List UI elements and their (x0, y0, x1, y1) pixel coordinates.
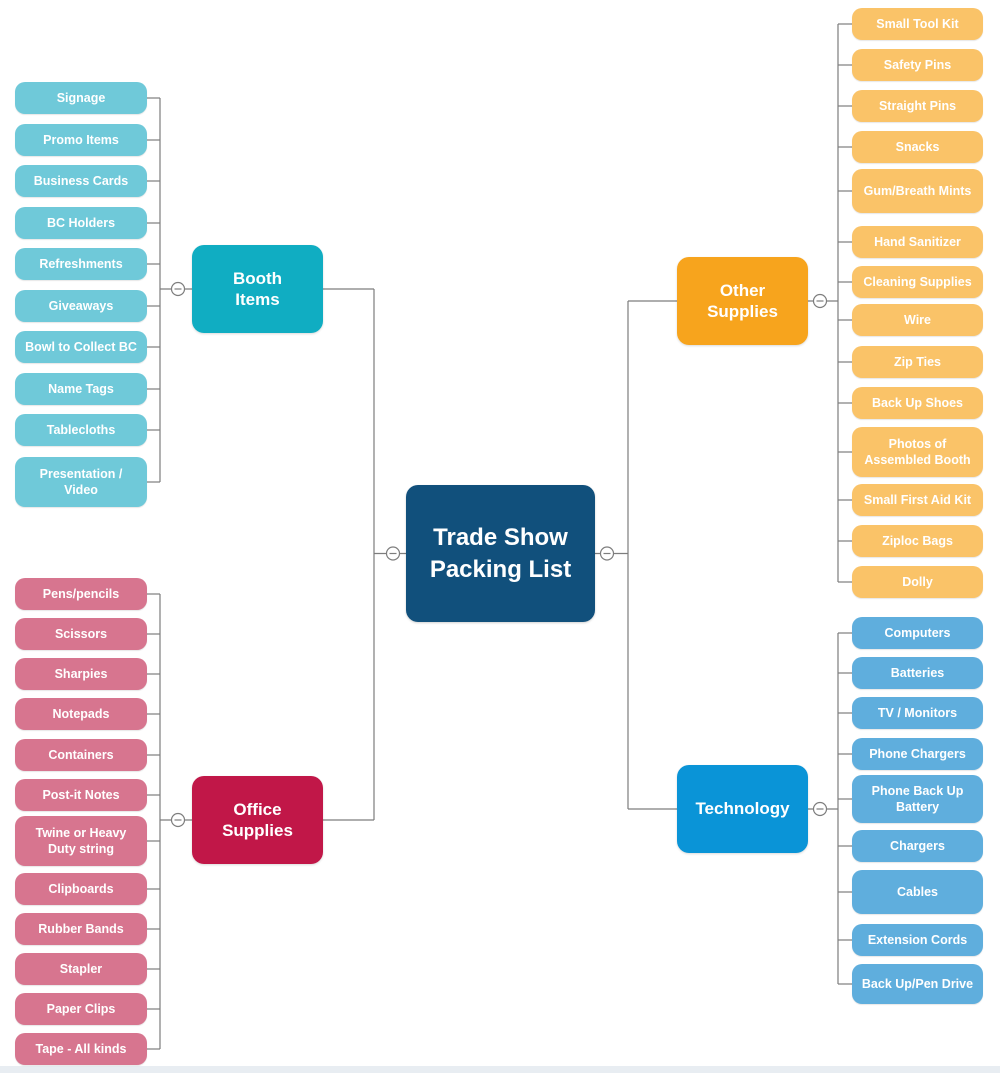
leaf-stapler[interactable]: Stapler (15, 953, 147, 985)
leaf-computers[interactable]: Computers (852, 617, 983, 649)
collapse-toggle-technology[interactable] (812, 801, 828, 817)
leaf-name-tags[interactable]: Name Tags (15, 373, 147, 405)
leaf-tape-all-kinds[interactable]: Tape - All kinds (15, 1033, 147, 1065)
leaf-snacks[interactable]: Snacks (852, 131, 983, 163)
leaf-tv-monitors[interactable]: TV / Monitors (852, 697, 983, 729)
leaf-signage[interactable]: Signage (15, 82, 147, 114)
leaf-paper-clips[interactable]: Paper Clips (15, 993, 147, 1025)
leaf-presentation-video[interactable]: Presentation / Video (15, 457, 147, 507)
leaf-batteries[interactable]: Batteries (852, 657, 983, 689)
leaf-notepads[interactable]: Notepads (15, 698, 147, 730)
leaf-containers[interactable]: Containers (15, 739, 147, 771)
collapse-toggle-central-right[interactable] (599, 546, 615, 561)
leaf-pens-pencils[interactable]: Pens/pencils (15, 578, 147, 610)
collapse-toggle-office-supplies[interactable] (170, 812, 186, 828)
leaf-safety-pins[interactable]: Safety Pins (852, 49, 983, 81)
leaf-wire[interactable]: Wire (852, 304, 983, 336)
leaf-dolly[interactable]: Dolly (852, 566, 983, 598)
canvas-edge (0, 1066, 1000, 1073)
leaf-promo-items[interactable]: Promo Items (15, 124, 147, 156)
leaf-scissors[interactable]: Scissors (15, 618, 147, 650)
leaf-hand-sanitizer[interactable]: Hand Sanitizer (852, 226, 983, 258)
branch-node-other-supplies[interactable]: Other Supplies (677, 257, 808, 345)
leaf-rubber-bands[interactable]: Rubber Bands (15, 913, 147, 945)
branch-node-booth-items[interactable]: Booth Items (192, 245, 323, 333)
branch-node-technology[interactable]: Technology (677, 765, 808, 853)
leaf-twine-or-heavy-duty-string[interactable]: Twine or Heavy Duty string (15, 816, 147, 866)
leaf-photos-of-assembled-booth[interactable]: Photos of Assembled Booth (852, 427, 983, 477)
leaf-sharpies[interactable]: Sharpies (15, 658, 147, 690)
leaf-zip-ties[interactable]: Zip Ties (852, 346, 983, 378)
leaf-clipboards[interactable]: Clipboards (15, 873, 147, 905)
leaf-bc-holders[interactable]: BC Holders (15, 207, 147, 239)
leaf-small-tool-kit[interactable]: Small Tool Kit (852, 8, 983, 40)
collapse-toggle-booth-items[interactable] (170, 281, 186, 297)
leaf-back-up-pen-drive[interactable]: Back Up/Pen Drive (852, 964, 983, 1004)
leaf-extension-cords[interactable]: Extension Cords (852, 924, 983, 956)
leaf-phone-chargers[interactable]: Phone Chargers (852, 738, 983, 770)
leaf-phone-back-up-battery[interactable]: Phone Back Up Battery (852, 775, 983, 823)
leaf-ziploc-bags[interactable]: Ziploc Bags (852, 525, 983, 557)
leaf-bowl-to-collect-bc[interactable]: Bowl to Collect BC (15, 331, 147, 363)
leaf-gum-breath-mints[interactable]: Gum/Breath Mints (852, 169, 983, 213)
branch-node-office-supplies[interactable]: Office Supplies (192, 776, 323, 864)
leaf-small-first-aid-kit[interactable]: Small First Aid Kit (852, 484, 983, 516)
leaf-giveaways[interactable]: Giveaways (15, 290, 147, 322)
leaf-cables[interactable]: Cables (852, 870, 983, 914)
leaf-cleaning-supplies[interactable]: Cleaning Supplies (852, 266, 983, 298)
collapse-toggle-central-left[interactable] (385, 546, 401, 561)
leaf-chargers[interactable]: Chargers (852, 830, 983, 862)
central-topic[interactable]: Trade Show Packing List (406, 485, 595, 622)
leaf-post-it-notes[interactable]: Post-it Notes (15, 779, 147, 811)
leaf-refreshments[interactable]: Refreshments (15, 248, 147, 280)
leaf-back-up-shoes[interactable]: Back Up Shoes (852, 387, 983, 419)
leaf-business-cards[interactable]: Business Cards (15, 165, 147, 197)
collapse-toggle-other-supplies[interactable] (812, 293, 828, 309)
leaf-straight-pins[interactable]: Straight Pins (852, 90, 983, 122)
leaf-tablecloths[interactable]: Tablecloths (15, 414, 147, 446)
